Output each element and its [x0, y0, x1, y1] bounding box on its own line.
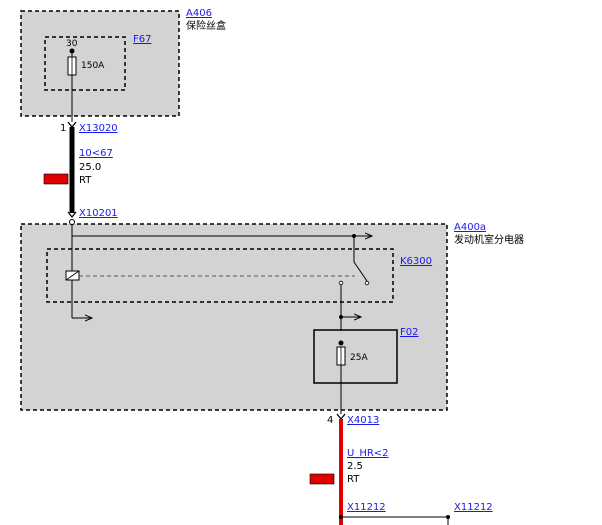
connector-x13020-symbol: [67, 121, 77, 129]
wire-main-color-swatch: [43, 173, 69, 185]
connector-x13020-pin: 1: [60, 123, 66, 134]
connector-x4013-symbol: [336, 413, 346, 421]
connector-x11212-left-id[interactable]: X11212: [347, 502, 386, 513]
wire-branch-color: RT: [347, 474, 360, 485]
connector-x4013-id[interactable]: X4013: [347, 415, 379, 426]
fuse-f02-rating: 25A: [350, 353, 368, 363]
wire-branch-color-swatch: [309, 473, 335, 485]
fuse-f02-id[interactable]: F02: [400, 327, 418, 338]
distributor-id[interactable]: A400a: [454, 222, 486, 233]
wire-main-gauge: 25.0: [79, 162, 101, 173]
connector-x11212-right-id[interactable]: X11212: [454, 502, 493, 513]
wire-main-color: RT: [79, 175, 92, 186]
connector-x10201-symbol: [67, 211, 77, 219]
fuse-box-module: [20, 10, 180, 117]
fuse-f67-pin: 30: [66, 39, 78, 49]
fuse-f02-box: [313, 329, 398, 384]
fuse-f67-box: [44, 36, 126, 91]
connector-x13020-id[interactable]: X13020: [79, 123, 118, 134]
fuse-box-name: 保险丝盒: [186, 19, 226, 32]
distributor-module: [20, 223, 448, 411]
connector-x10201-id[interactable]: X10201: [79, 208, 118, 219]
fuse-f67-id[interactable]: F67: [133, 34, 151, 45]
wire-branch-gauge: 2.5: [347, 461, 363, 472]
relay-switch-contact: [353, 261, 368, 282]
relay-k6300-box: [46, 248, 394, 303]
fuse-f02-terminal: [338, 340, 344, 346]
fuse-f67-rating: 150A: [81, 61, 105, 71]
junction-x10201: [69, 219, 75, 225]
wire-branch-ref[interactable]: U_HR<2: [347, 448, 389, 459]
fuse-box-id[interactable]: A406: [186, 8, 212, 19]
relay-k6300-id[interactable]: K6300: [400, 256, 432, 267]
distributor-name: 发动机室分电器: [454, 233, 524, 246]
wire-main-ref[interactable]: 10<67: [79, 148, 113, 159]
connector-x4013-pin: 4: [327, 415, 333, 426]
